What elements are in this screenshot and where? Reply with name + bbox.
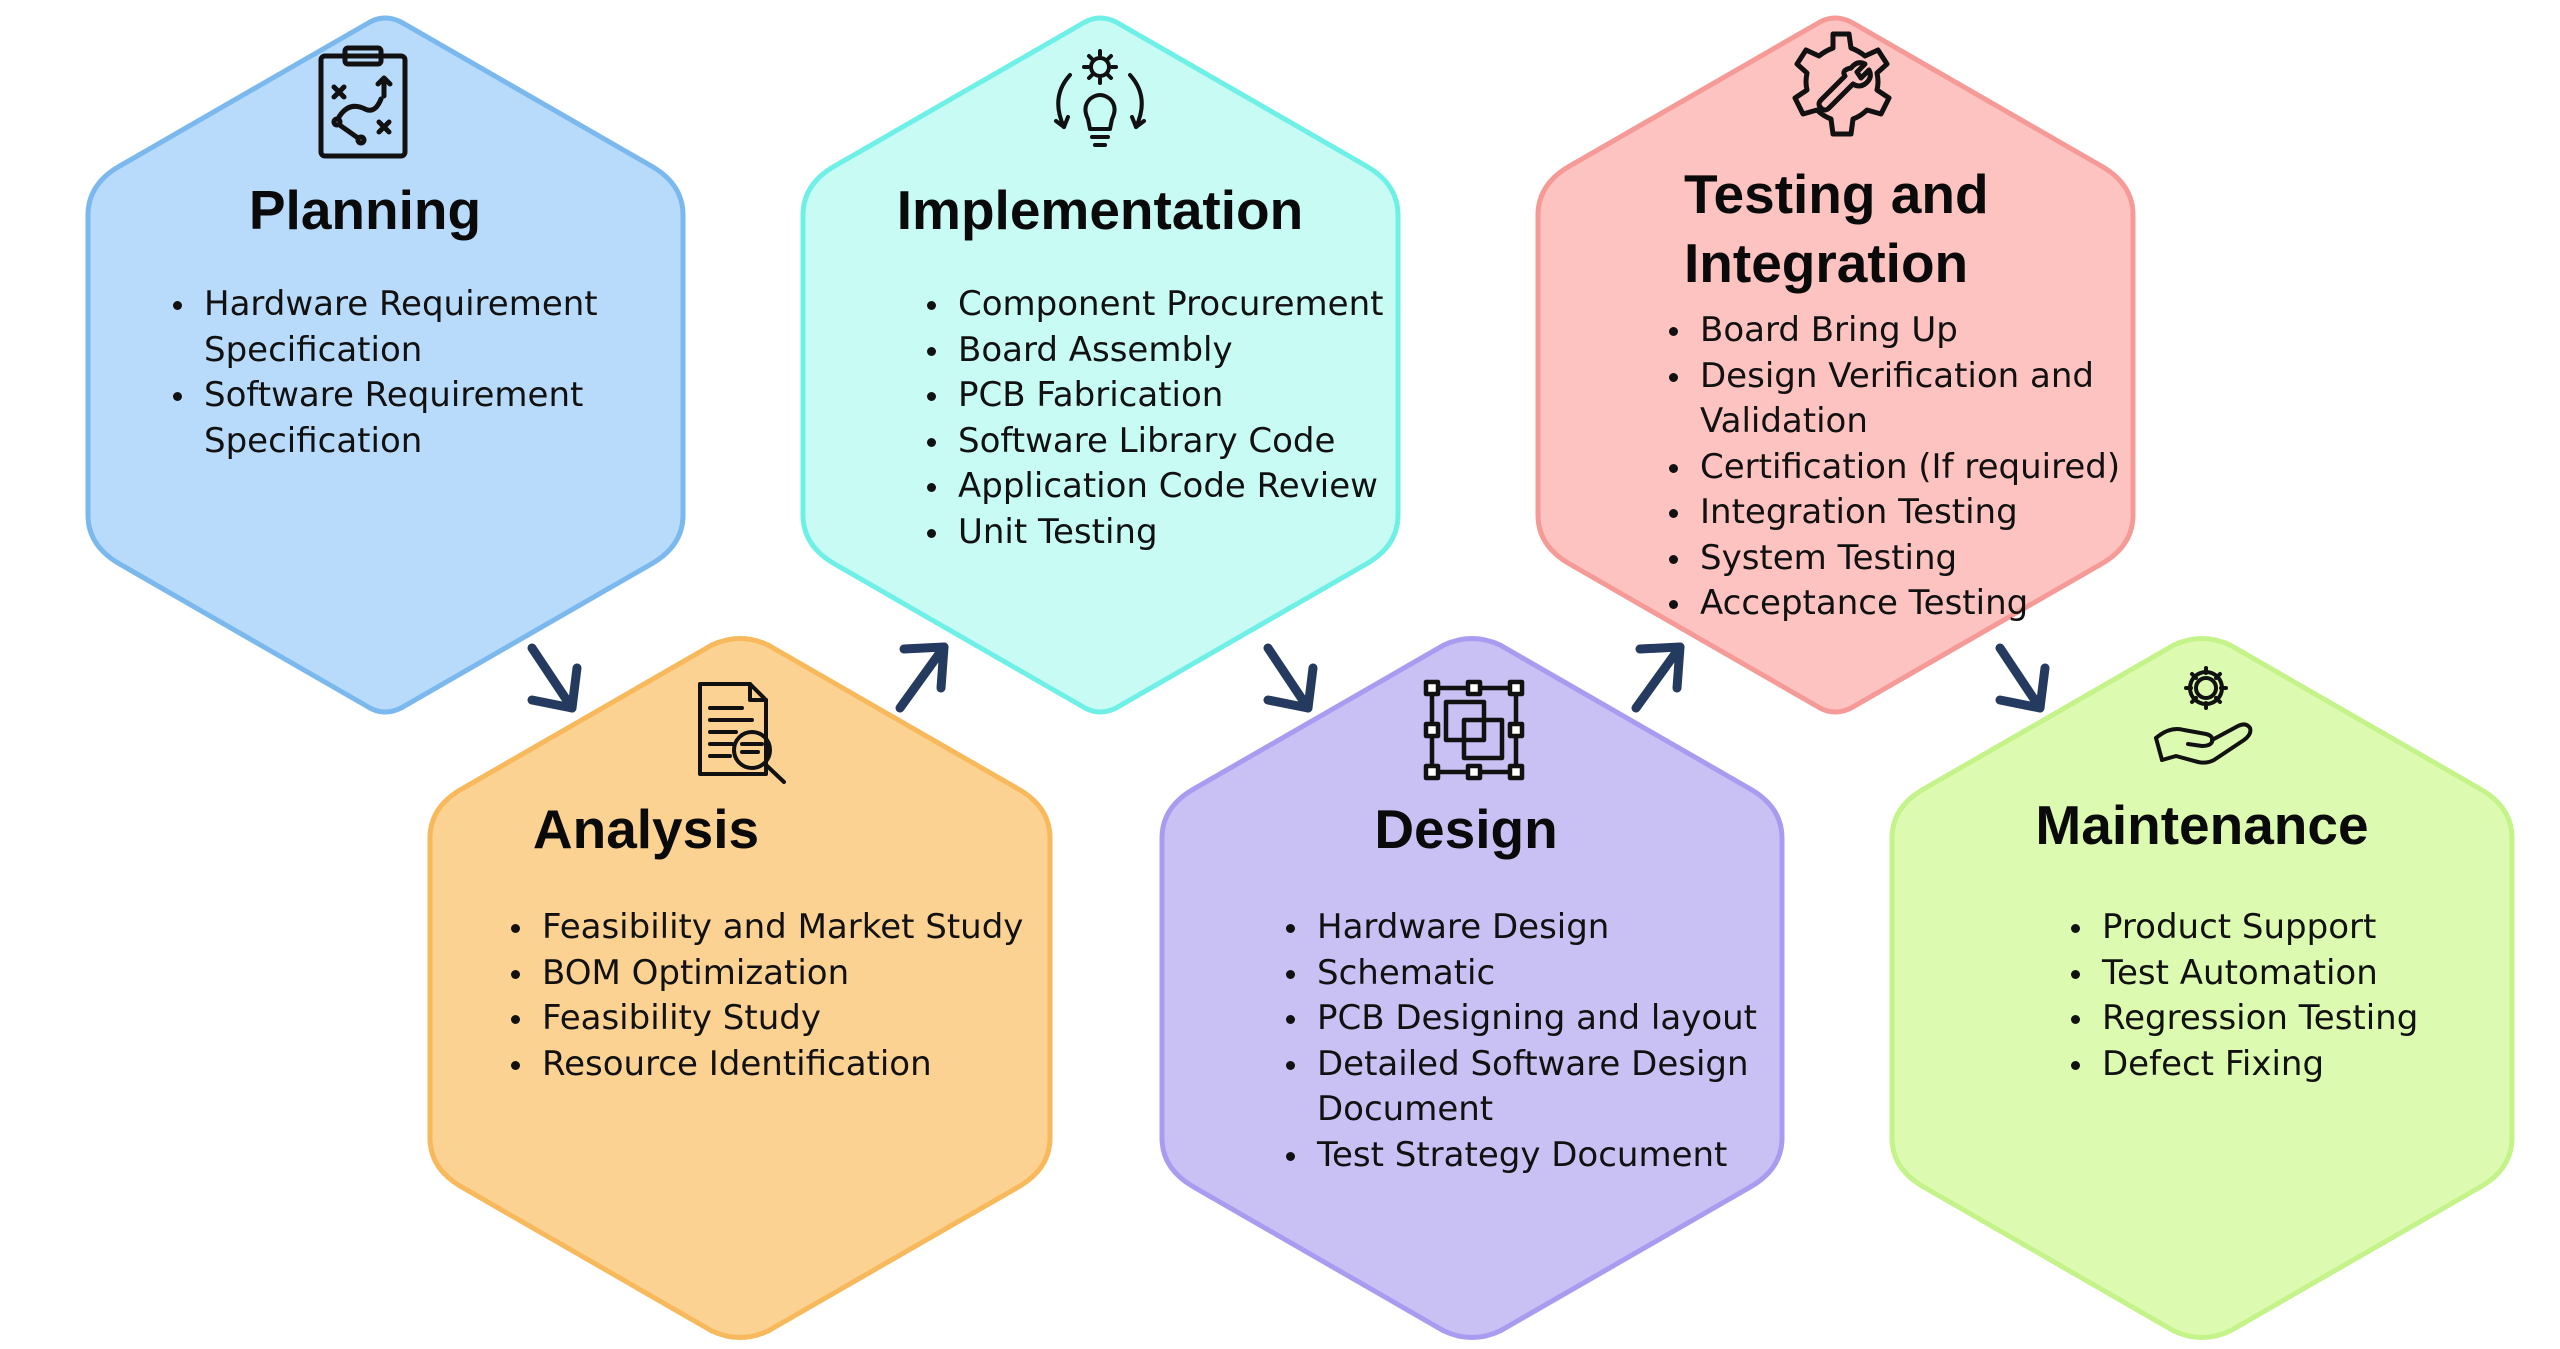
implementation-hexagon <box>800 15 1401 715</box>
list-item: BOM Optimization <box>510 951 1023 997</box>
strategy-clipboard-icon <box>318 45 408 159</box>
list-item: Design Verification and <box>1668 354 2120 400</box>
stage-item-list: Product Support Test Automation Regressi… <box>2066 905 2418 1087</box>
stage-title: Design <box>1374 798 1558 860</box>
stage-item-list: Component Procurement Board Assembly PCB… <box>922 282 1383 555</box>
analysis-hexagon <box>427 636 1053 1340</box>
list-item: PCB Fabrication <box>926 373 1383 419</box>
stage-item-list: Hardware Design Schematic PCB Designing … <box>1281 905 1757 1178</box>
hand-gear-icon <box>2154 666 2253 765</box>
maintenance-hexagon <box>1889 636 2515 1340</box>
list-item: Product Support <box>2070 905 2418 951</box>
gear-lightbulb-cycle-icon <box>1054 49 1146 147</box>
list-item: Acceptance Testing <box>1668 581 2120 627</box>
list-item: Regression Testing <box>2070 996 2418 1042</box>
stage-title-line-1: Testing and <box>1684 163 1989 225</box>
list-item: Resource Identification <box>510 1042 1023 1088</box>
stage-item-list: Board Bring Up Design Verification and V… <box>1664 308 2120 627</box>
arrow-planning-to-analysis <box>527 643 582 713</box>
list-item: Hardware Design <box>1285 905 1757 951</box>
arrow-analysis-to-implementation <box>895 642 949 713</box>
list-item: Feasibility and Market Study <box>510 905 1023 951</box>
stage-title-line-2: Integration <box>1684 232 1969 294</box>
list-item-continued: Specification <box>204 329 423 370</box>
arrow-design-to-testing <box>1631 642 1685 713</box>
list-item-continued: Document <box>1317 1089 1494 1129</box>
list-item: Integration Testing <box>1668 490 2120 536</box>
planning-hexagon <box>85 15 686 715</box>
document-search-icon <box>698 682 786 784</box>
list-item: Board Assembly <box>926 328 1383 374</box>
stage-title: Planning <box>248 179 482 241</box>
list-item: Hardware Requirement <box>173 282 598 328</box>
stage-title: Maintenance <box>2035 794 2369 856</box>
list-item: Certification (If required) <box>1668 445 2120 491</box>
stage-title: Implementation <box>896 179 1304 241</box>
list-item: PCB Designing and layout <box>1285 996 1757 1042</box>
list-item: Test Automation <box>2070 951 2418 997</box>
design-hexagon <box>1159 636 1785 1340</box>
list-item-continued: Specification <box>204 420 423 461</box>
stage-item-list: Hardware Requirement Specification Softw… <box>168 282 598 464</box>
list-item: System Testing <box>1668 536 2120 582</box>
list-item: Software Library Code <box>926 419 1383 465</box>
list-item: Unit Testing <box>926 510 1383 556</box>
gear-wrench-icon <box>1792 31 1892 137</box>
list-item: Board Bring Up <box>1668 308 2120 354</box>
stage-item-list: Feasibility and Market Study BOM Optimiz… <box>506 905 1023 1087</box>
list-item: Detailed Software Design <box>1285 1042 1757 1088</box>
list-item-continued: Validation <box>1700 401 1868 441</box>
list-item: Application Code Review <box>926 464 1383 510</box>
testing-hexagon <box>1535 15 2136 715</box>
stage-title: Analysis <box>532 798 760 860</box>
arrow-implementation-to-design <box>1263 643 1318 713</box>
list-item: Test Strategy Document <box>1285 1133 1757 1179</box>
list-item: Component Procurement <box>926 282 1383 328</box>
arrow-testing-to-maintenance <box>1995 643 2050 713</box>
list-item: Feasibility Study <box>510 996 1023 1042</box>
list-item: Defect Fixing <box>2070 1042 2418 1088</box>
list-item: Software Requirement <box>173 373 598 419</box>
design-frame-icon <box>1423 679 1525 781</box>
list-item: Schematic <box>1285 951 1757 997</box>
